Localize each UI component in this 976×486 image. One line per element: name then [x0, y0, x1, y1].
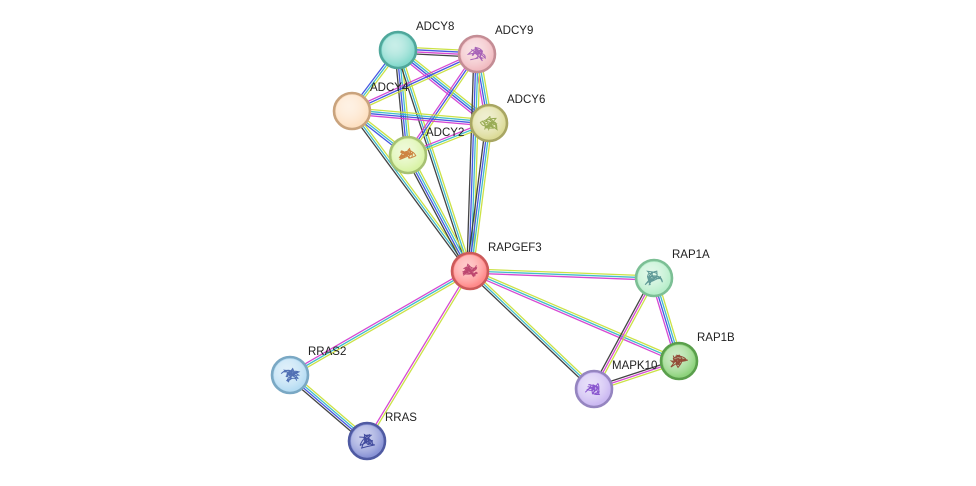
node-adcy6[interactable]: ADCY6: [469, 94, 545, 143]
edge-adcy4-adcy6: [351, 107, 490, 127]
protein-structure-icon: [669, 354, 688, 369]
protein-structure-icon: [466, 46, 486, 62]
edge-evidence-line: [290, 272, 472, 378]
node-highlight: [382, 34, 414, 66]
node-rap1a[interactable]: RAP1A: [634, 249, 710, 298]
edge-evidence-line: [591, 276, 653, 389]
edge-evidence-line: [469, 270, 595, 390]
edge-evidence-line: [410, 153, 474, 270]
edge-rapgef3-rras2: [288, 268, 472, 378]
edge-adcy9-adcy2: [405, 52, 480, 157]
protein-structure-icon: [462, 263, 478, 278]
edge-adcy6-rapgef3: [466, 122, 493, 272]
edge-rap1a-mapk10: [591, 276, 657, 391]
edge-evidence-line: [288, 268, 470, 374]
protein-structure-icon: [280, 367, 301, 383]
edge-evidence-line: [470, 268, 681, 360]
edge-evidence-line: [365, 270, 470, 441]
edge-evidence-line: [472, 123, 493, 272]
node-label: RRAS: [385, 412, 417, 424]
node-label: ADCY9: [495, 25, 533, 37]
node-label: ADCY6: [507, 94, 545, 106]
edge-evidence-line: [470, 268, 655, 277]
edge-evidence-line: [470, 269, 596, 388]
node-label: ADCY4: [370, 82, 409, 94]
edge-evidence-line: [593, 277, 655, 390]
edge-evidence-line: [351, 113, 489, 127]
node-label: RRAS2: [308, 346, 346, 358]
edge-evidence-line: [468, 272, 679, 364]
node-adcy2[interactable]: ADCY2: [388, 127, 464, 175]
edge-evidence-line: [468, 272, 594, 391]
edge-evidence-line: [469, 270, 680, 362]
node-rapgef3[interactable]: RAPGEF3: [450, 242, 542, 291]
node-highlight: [473, 107, 505, 139]
edge-evidence-line: [351, 53, 478, 112]
edge-evidence-line: [470, 123, 491, 272]
edge-evidence-line: [466, 53, 475, 271]
edge-adcy9-adcy4: [350, 51, 479, 114]
edge-evidence-line: [466, 122, 487, 271]
edge-evidence-line: [468, 53, 477, 271]
protein-structure-icon: [398, 147, 417, 160]
node-highlight: [336, 95, 368, 127]
edge-adcy9-rapgef3: [466, 53, 481, 272]
node-adcy9[interactable]: ADCY9: [457, 25, 533, 74]
edge-evidence-line: [405, 52, 476, 155]
node-mapk10[interactable]: MAPK10: [574, 360, 657, 409]
edge-rapgef3-rras: [365, 270, 472, 442]
protein-structure-icon: [359, 433, 375, 449]
edge-evidence-line: [352, 107, 490, 121]
edge-rapgef3-rap1a: [469, 268, 655, 281]
node-rap1b[interactable]: RAP1B: [659, 332, 735, 381]
edge-evidence-line: [349, 111, 469, 273]
edge-evidence-line: [352, 109, 490, 123]
node-label: ADCY2: [426, 127, 464, 139]
protein-structure-icon: [479, 115, 499, 131]
edge-evidence-line: [367, 271, 472, 442]
edge-evidence-line: [351, 110, 471, 272]
edge-evidence-line: [407, 53, 478, 156]
protein-structure-icon: [584, 382, 601, 396]
edge-evidence-line: [351, 111, 489, 125]
node-label: RAPGEF3: [488, 242, 542, 254]
edge-evidence-line: [469, 272, 654, 281]
node-rras2[interactable]: RRAS2: [270, 346, 346, 395]
edge-evidence-line: [289, 270, 471, 376]
edge-evidence-line: [595, 278, 657, 391]
edge-evidence-line: [472, 54, 481, 272]
edge-evidence-line: [404, 156, 468, 273]
node-rras[interactable]: RRAS: [347, 412, 417, 461]
node-label: ADCY8: [416, 21, 454, 33]
edge-adcy2-rapgef3: [404, 153, 474, 273]
edge-evidence-line: [469, 270, 655, 279]
edge-evidence-line: [350, 51, 477, 110]
protein-structure-icon: [644, 270, 663, 286]
node-adcy4[interactable]: ADCY4: [332, 82, 409, 131]
edge-evidence-line: [468, 122, 489, 271]
edge-evidence-line: [352, 55, 479, 114]
node-adcy8[interactable]: ADCY8: [378, 21, 454, 70]
edge-rapgef3-rap1b: [468, 268, 681, 364]
node-label: RAP1A: [672, 249, 710, 261]
edge-rapgef3-mapk10: [468, 269, 596, 391]
edge-evidence-line: [470, 54, 479, 272]
edge-evidence-line: [396, 50, 489, 125]
edge-evidence-line: [408, 154, 472, 271]
node-label: MAPK10: [612, 360, 657, 372]
edge-evidence-line: [406, 155, 470, 272]
edge-evidence-line: [409, 54, 480, 157]
node-label: RAP1B: [697, 332, 735, 344]
